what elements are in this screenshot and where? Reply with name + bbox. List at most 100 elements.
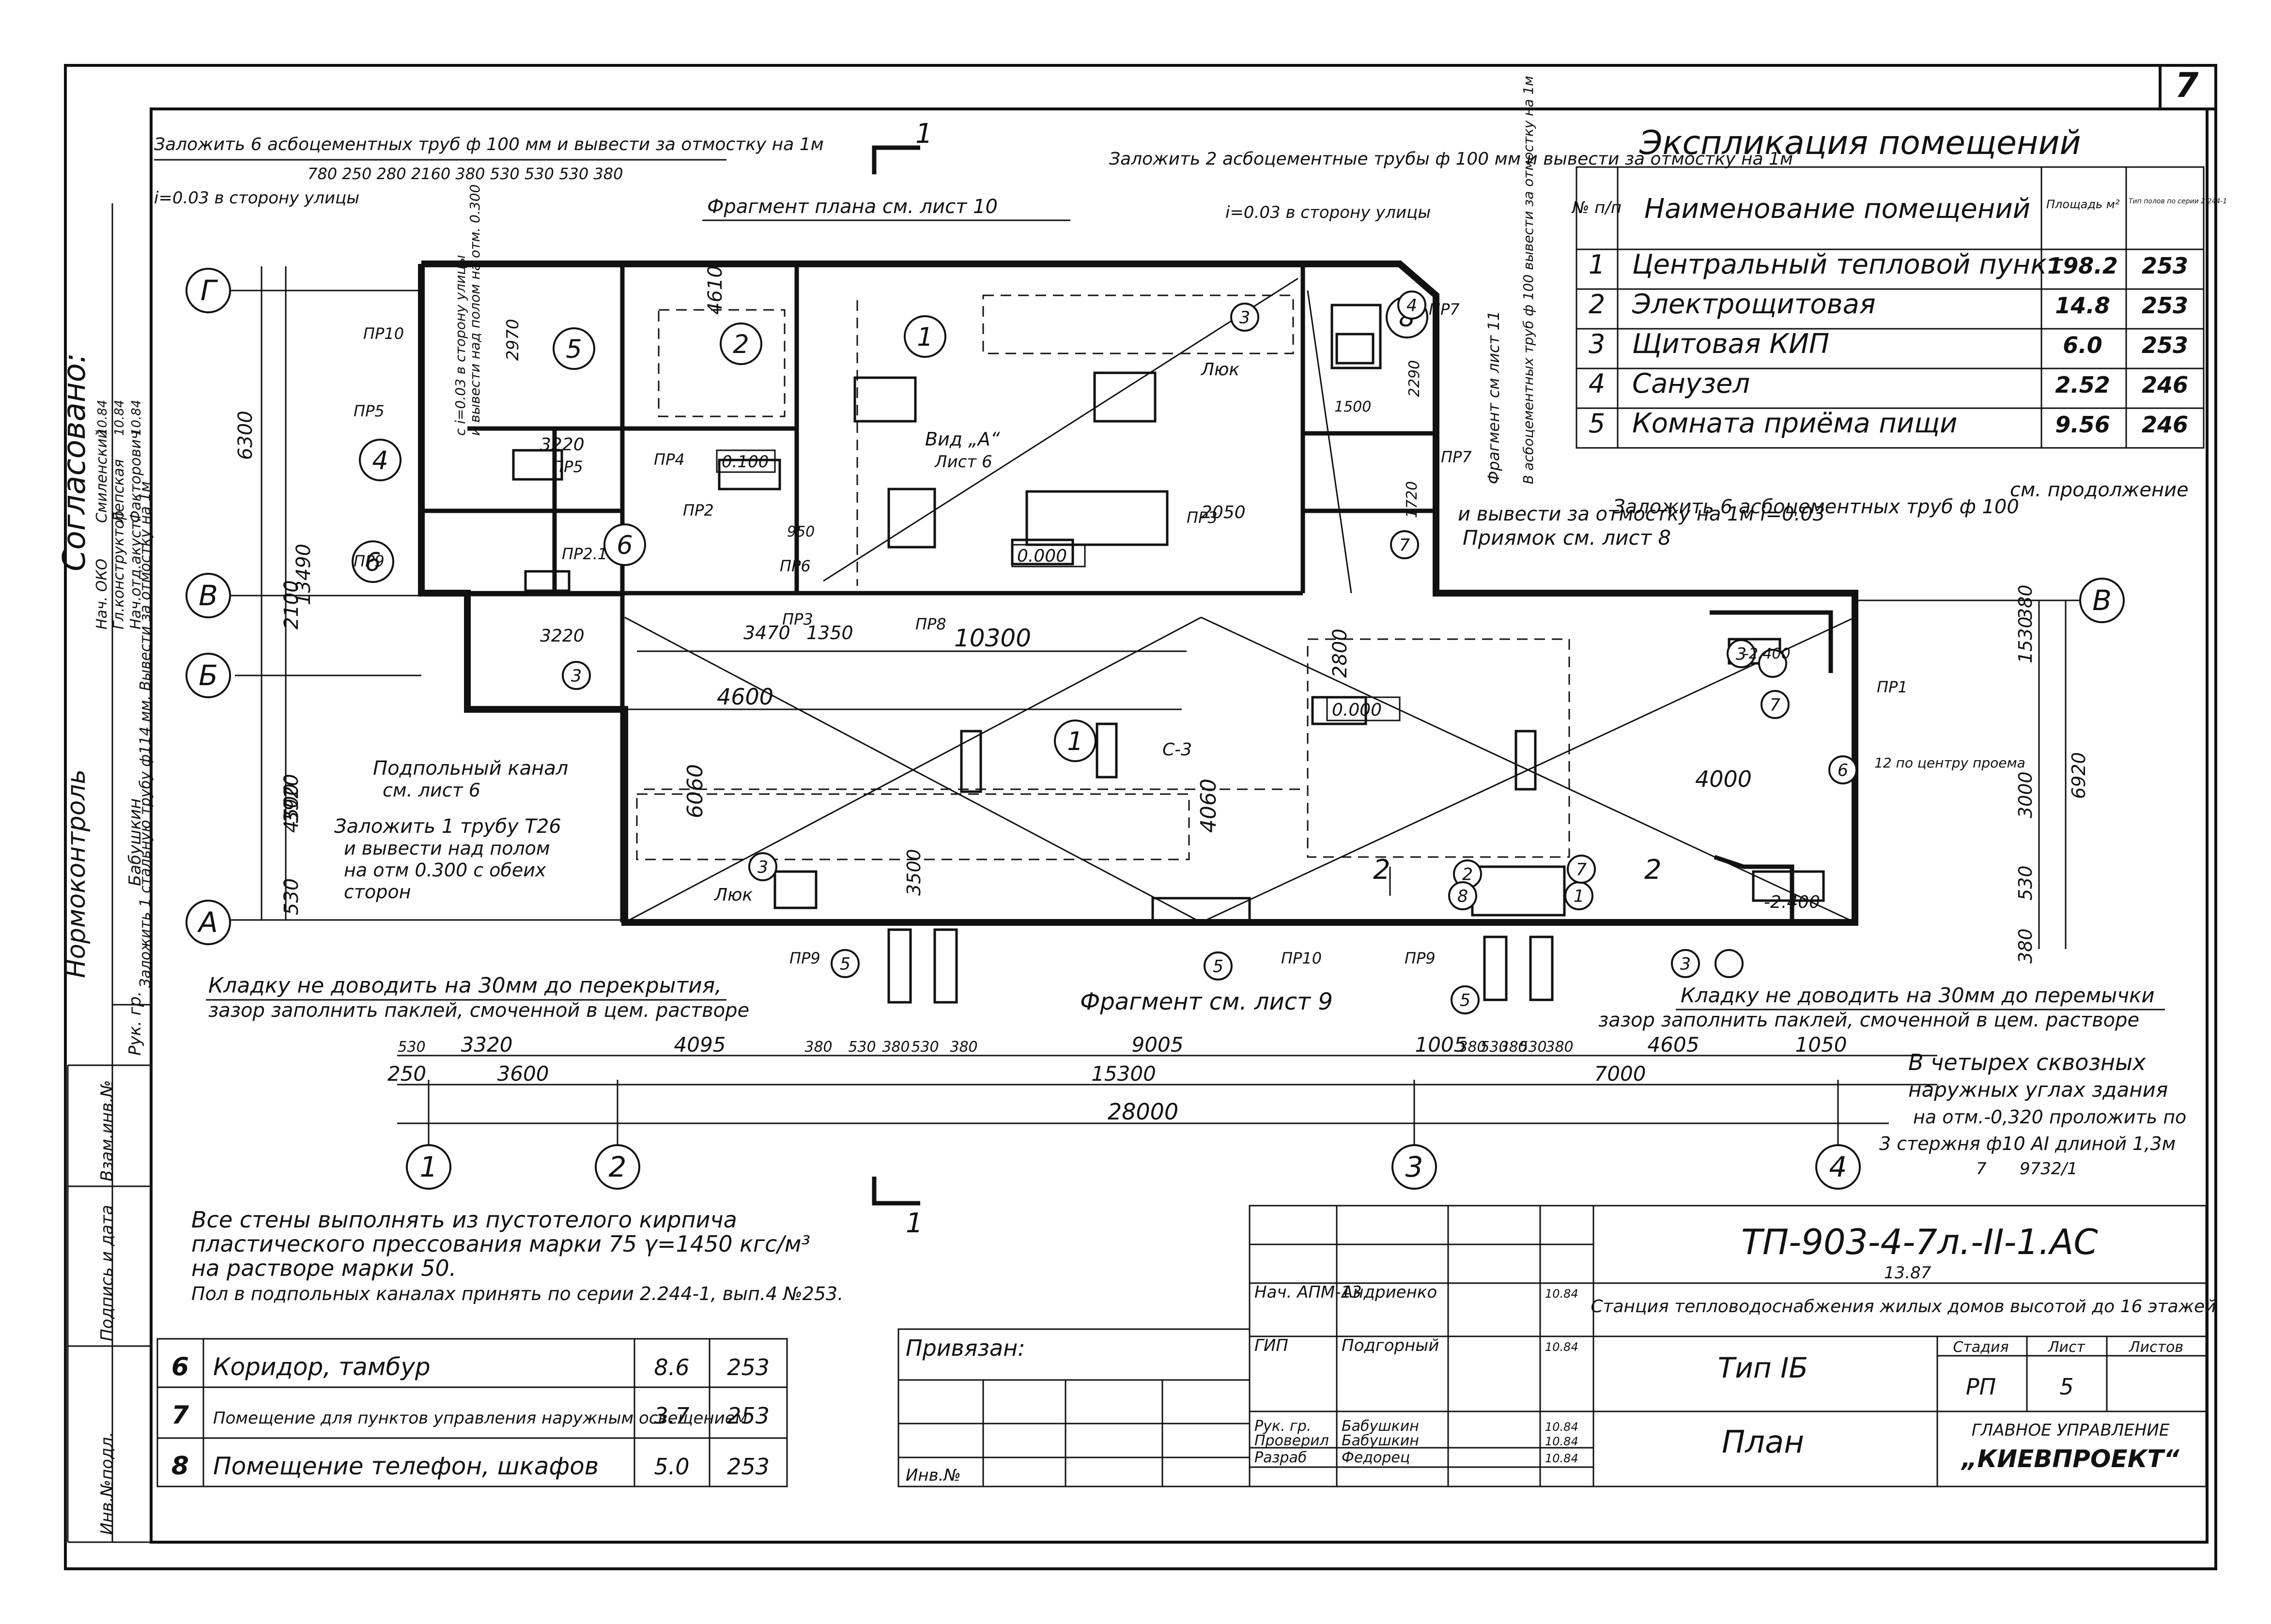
note-top-left: Заложить 6 асбоцементных труб ф 100 мм и… — [154, 135, 824, 154]
expl-hdr-floor: Тип полов по серии 2.244-1 — [2129, 198, 2227, 205]
axis-label-v: В — [199, 579, 218, 612]
explication-table: Экспликация помещений № п/п Наименование… — [1571, 124, 2227, 449]
room-number-circle — [831, 949, 860, 978]
tb-person-date: 10.84 — [1545, 1420, 1578, 1434]
expl-row-name: Электрощитовая — [1632, 289, 1876, 320]
dim-bottom-1: 1050 — [1795, 1033, 1847, 1057]
expl-cont-area: 3.7 — [654, 1403, 689, 1429]
tied-label: Привязан: — [906, 1335, 1025, 1361]
note-masonry-left: Кладку не доводить на 30мм до перекрытия… — [208, 973, 722, 998]
section-label-top: 1 — [915, 118, 933, 150]
room-number-circle — [1567, 855, 1596, 884]
axis-circle-h — [1391, 1144, 1437, 1190]
room-number: 5 — [1213, 957, 1223, 977]
dim-bottom-2: 3600 — [497, 1062, 549, 1086]
signer-1-role: Нач. ОКО — [93, 559, 110, 629]
note-masonry-right-2: зазор заполнить паклей, смоченной в цем.… — [1598, 1009, 2139, 1031]
tb-person-role: Рук. гр. — [1254, 1418, 1311, 1435]
expl-cont-name: Помещение для пунктов управления наружны… — [213, 1409, 747, 1428]
underfloor-channels — [636, 294, 1570, 860]
opening-label: ПР8 — [915, 615, 946, 633]
walls-note-2: пластического прессования марки 75 γ=145… — [191, 1231, 810, 1257]
dim-inner: 1350 — [806, 622, 853, 643]
dim-inner: 3500 — [903, 849, 925, 896]
axis-label-h: 1 — [420, 1150, 438, 1183]
note-t26-2: и вывести над полом — [344, 838, 550, 859]
opening-label: ПР9 — [789, 949, 820, 967]
note-masonry-right: Кладку не доводить на 30мм до перемычки — [1681, 983, 2155, 1007]
dim-right: 3000 — [2015, 771, 2036, 818]
expl-row-area: 9.56 — [2055, 412, 2110, 438]
signer-2-name: Лепская — [110, 459, 127, 523]
axis-label-h: 2 — [609, 1150, 627, 1183]
dim-right: 1530 — [2015, 616, 2036, 663]
section-c3: С-3 — [1162, 740, 1192, 760]
axis-label-v: Г — [201, 274, 218, 307]
expl-row-area: 6.0 — [2063, 332, 2102, 358]
expl-cont-num: 8 — [171, 1452, 189, 1481]
note-corners-2: наружных углах здания — [1908, 1078, 2168, 1102]
room-number: 5 — [840, 955, 850, 974]
note-pipes-6-b: и вывести за отмостку на 1м i=0.03 — [1458, 503, 1825, 525]
room-number: 3 — [1680, 955, 1691, 974]
expl-row-name: Санузел — [1632, 368, 1750, 399]
tb-person-date: 10.84 — [1545, 1340, 1578, 1354]
expl-row-num: 3 — [1589, 329, 1605, 359]
stage-header: Стадия — [1953, 1339, 2008, 1356]
dim-bottom-1: 530 — [1519, 1039, 1546, 1056]
room-number-circle — [562, 661, 591, 690]
dim-bottom-1: 380 — [950, 1039, 977, 1056]
note-pipe-vertical: Заложить 1 стальную трубу ф114 мм. Вывес… — [137, 481, 154, 988]
room-number: 1 — [1067, 727, 1083, 756]
signer-1-date: 10.84 — [95, 400, 110, 436]
opening-label: ПР10 — [1281, 949, 1322, 967]
note-fragment-9: Фрагмент см. лист 9 — [1080, 988, 1333, 1015]
opening-label: ПР2 — [683, 501, 714, 520]
note-masonry-left-2: зазор заполнить паклей, смоченной в цем.… — [208, 999, 749, 1022]
inv-label: Инв.№ — [906, 1466, 961, 1485]
org-line-2: „КИЕВПРОЕКТ“ — [1961, 1445, 2179, 1473]
sheets-header: Листов — [2129, 1339, 2183, 1356]
general-notes: Все стены выполнять из пустотелого кирпи… — [191, 1207, 843, 1304]
expl-cont-area: 5.0 — [654, 1454, 689, 1480]
opening-label: ПР7 — [1429, 300, 1460, 319]
dim-bottom-1: 530 — [911, 1039, 939, 1056]
room-number: 4 — [372, 446, 388, 475]
room-number-circle — [1448, 881, 1477, 910]
project-name: Станция тепловодоснабжения жилых домов в… — [1591, 1297, 2216, 1317]
dim-inner: 6060 — [683, 764, 708, 818]
dim-bottom-3: 28000 — [1108, 1099, 1178, 1125]
room-number: 5 — [566, 335, 582, 364]
dim-inner: 2970 — [503, 319, 523, 361]
signer-2-role: Гл.конструктор — [110, 511, 127, 629]
elevation-marks: 0.100 0.000 0.000 -2.400 -2.400 — [716, 449, 1820, 912]
doc-code: ТП-903-4-7л.-II-1.АС — [1741, 1222, 2098, 1262]
room-number-circle — [1727, 639, 1756, 668]
room-number-circle — [603, 523, 646, 566]
inv-original-label: Инв.№подл. — [97, 1432, 117, 1535]
axis-lines — [228, 290, 2083, 1148]
dim-inner: 10300 — [954, 624, 1031, 652]
tb-person-name: Федорец — [1342, 1449, 1410, 1466]
note-opening-center: 12 по центру проема — [1874, 755, 2025, 771]
tb-person-role: ГИП — [1254, 1336, 1288, 1355]
mark-2400-b: -2.400 — [1744, 645, 1791, 662]
dim-inner: 1500 — [1334, 398, 1371, 415]
dim-bottom-1: 530 — [1480, 1039, 1508, 1056]
expl-cont-num: 7 — [171, 1401, 189, 1430]
opening-label: ПР4 — [654, 450, 685, 469]
room-number-circle — [720, 322, 762, 365]
dim-right: 380 — [2015, 584, 2036, 620]
stair-mark-left: 2 — [1373, 854, 1390, 886]
opening-label: ПР9 — [354, 552, 385, 570]
dim-bottom-1: 380 — [1499, 1039, 1527, 1056]
expl-row-area: 14.8 — [2055, 292, 2110, 319]
continuation-note: см. продолжение — [2010, 479, 2189, 501]
building-type: Тип IБ — [1718, 1351, 1808, 1384]
